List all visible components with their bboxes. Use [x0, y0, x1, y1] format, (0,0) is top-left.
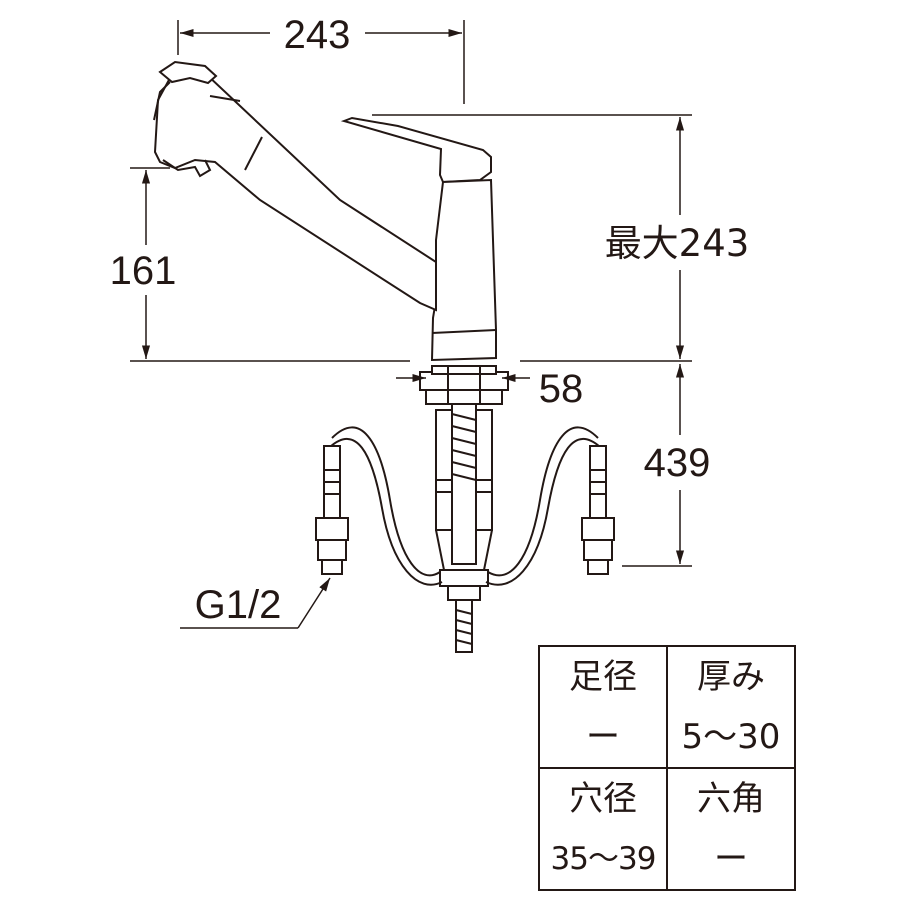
width-dimension-label: 243: [284, 13, 351, 57]
thread-size-label: G1/2: [195, 583, 282, 627]
foot-diameter-label: 足径: [538, 645, 668, 707]
base-diameter-dimension-label: 58: [539, 367, 584, 411]
mounting-spec-table: 足径 厚み ー 5～30 穴径 六角 35～39 ー: [538, 645, 796, 891]
hex-value: ー: [666, 829, 796, 891]
max-height-dimension-label: 最大243: [605, 222, 750, 265]
hole-diameter-label: 穴径: [538, 767, 668, 829]
mounting-assembly: [315, 365, 615, 653]
thickness-label: 厚み: [666, 645, 796, 707]
dimension-lines: [130, 20, 692, 629]
hole-diameter-value: 35～39: [538, 829, 668, 891]
hex-label: 六角: [666, 767, 796, 829]
foot-diameter-value: ー: [538, 707, 668, 769]
thickness-value: 5～30: [666, 707, 796, 769]
hose-length-dimension-label: 439: [644, 441, 711, 485]
spout-height-dimension-label: 161: [110, 249, 177, 293]
faucet-body: [153, 60, 497, 362]
